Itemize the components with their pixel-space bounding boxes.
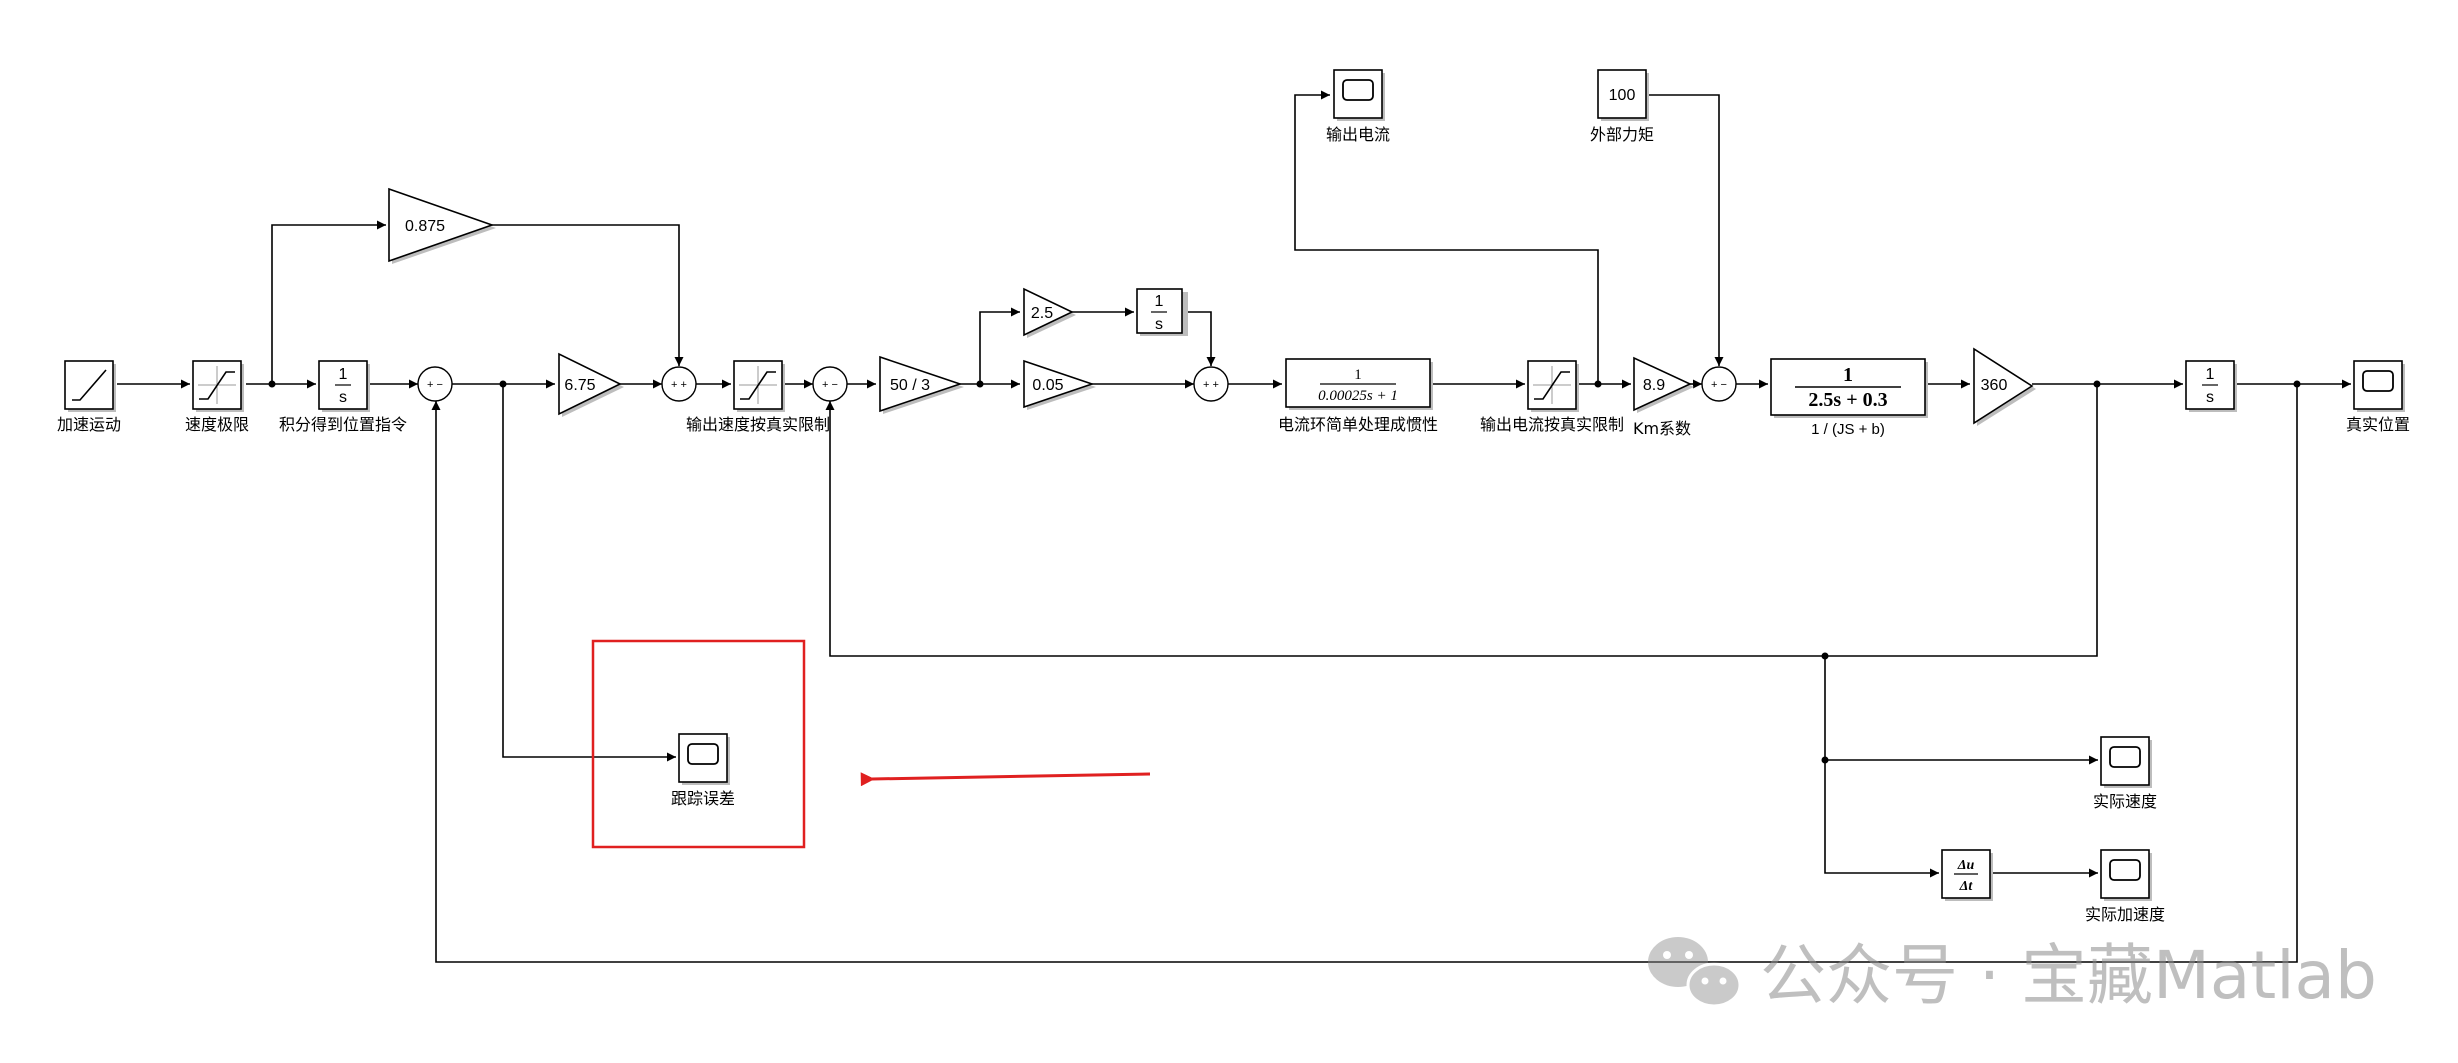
scope-position-label: 真实位置: [2346, 415, 2410, 434]
branch-dot: [268, 380, 276, 388]
ramp-label: 加速运动: [57, 415, 121, 434]
wire-int2-sum4: [1182, 311, 1216, 366]
scope-tracking-error-block[interactable]: 跟踪误差: [671, 733, 735, 808]
gain-kp2-block[interactable]: 0.05: [1023, 359, 1096, 410]
sum-speed-error[interactable]: + −: [812, 366, 848, 402]
gain-value: 50 / 3: [890, 377, 930, 394]
scope-screen-icon: [2109, 746, 2141, 768]
scope-screen-icon: [1342, 79, 1374, 101]
wire-position-feedback: [431, 384, 2298, 963]
pointer-arrow: [860, 772, 1151, 787]
derivative-num: Δu: [1957, 858, 1975, 873]
saturation-speed-output-block[interactable]: 输出速度按真实限制: [686, 360, 830, 434]
sum-torque[interactable]: + −: [1701, 366, 1737, 402]
gain-feedforward-block[interactable]: 0.875: [388, 187, 496, 264]
branch-dot: [1821, 652, 1829, 660]
scope-speed-label: 实际速度: [2093, 792, 2157, 811]
gain-value: 0.05: [1032, 377, 1063, 394]
gain-50-3-block[interactable]: 50 / 3: [879, 355, 964, 414]
constant-torque-block[interactable]: 100 外部力矩: [1590, 69, 1654, 144]
plant-tf-label: 1 / (JS + b): [1811, 421, 1885, 438]
scope-screen-icon: [2109, 859, 2141, 881]
sum-position-error[interactable]: + −: [417, 366, 453, 402]
integrator-position-block[interactable]: 1 s 积分得到位置指令: [279, 360, 407, 434]
sum-signs: + +: [671, 379, 687, 391]
saturation-speed-output-label: 输出速度按真实限制: [686, 415, 830, 434]
wire-branch-ff: [271, 220, 386, 384]
gain-value: 0.875: [405, 218, 445, 235]
integrator-den: s: [2206, 389, 2214, 406]
scope-current-block[interactable]: 输出电流: [1326, 69, 1390, 144]
branch-dot: [976, 380, 984, 388]
derivative-block[interactable]: Δu Δt: [1941, 849, 1993, 901]
watermark: 公众号 · 宝藏Matlab: [1648, 937, 2377, 1014]
tf-den: 2.5s + 0.3: [1808, 389, 1887, 411]
branch-dot: [2293, 380, 2301, 388]
gain-value: 360: [1981, 377, 2008, 394]
scope-current-label: 输出电流: [1326, 125, 1390, 144]
sum-signs: + −: [1711, 379, 1727, 391]
scope-position-block[interactable]: 真实位置: [2346, 360, 2410, 434]
sum-signs: + +: [1203, 379, 1219, 391]
wire-current-scope: [1294, 90, 1599, 384]
current-loop-tf-label: 电流环简单处理成惯性: [1278, 415, 1438, 434]
tf-den: 0.00025s + 1: [1318, 388, 1398, 404]
branch-dot: [2093, 380, 2101, 388]
integrator-num: 1: [2206, 366, 2215, 383]
integrator-angle-block[interactable]: 1 s: [2185, 360, 2237, 412]
branch-dot: [1594, 380, 1602, 388]
wire-speed-feedback: [825, 384, 2098, 657]
gain-value: 6.75: [564, 377, 595, 394]
integrator-speed-block[interactable]: 1 s: [1136, 288, 1188, 336]
saturation-current-block[interactable]: 输出电流按真实限制: [1480, 360, 1624, 434]
integrator-den: s: [1155, 316, 1163, 333]
sum-signs: + −: [427, 379, 443, 391]
wire-err-scope: [502, 384, 676, 762]
scope-screen-icon: [687, 743, 719, 765]
gain-position-kp-block[interactable]: 6.75: [558, 352, 624, 417]
gain-value: 8.9: [1643, 377, 1665, 394]
signal-lines: [117, 90, 2351, 963]
branch-dot: [499, 380, 507, 388]
branch-points: [268, 380, 2301, 764]
wire-speed-deriv: [1824, 760, 1939, 878]
gain-ki-block[interactable]: 2.5: [1023, 287, 1076, 338]
scope-screen-icon: [2362, 370, 2394, 392]
gain-360-block[interactable]: 360: [1973, 347, 2036, 426]
sum-signs: + −: [822, 379, 838, 391]
gain-value: 2.5: [1031, 305, 1053, 322]
derivative-den: Δt: [1959, 879, 1974, 894]
gain-km-block[interactable]: 8.9 Km系数: [1633, 356, 1694, 438]
tf-num: 1: [1354, 367, 1362, 383]
scope-acceleration-label: 实际加速度: [2085, 905, 2165, 924]
scope-tracking-error-label: 跟踪误差: [671, 789, 735, 808]
scope-acceleration-block[interactable]: 实际加速度: [2085, 849, 2165, 924]
integrator-num: 1: [1155, 293, 1164, 310]
sum-pi-output[interactable]: + +: [1193, 366, 1229, 402]
wire-ff-sum2: [492, 224, 684, 366]
scope-speed-block[interactable]: 实际速度: [2093, 736, 2157, 811]
saturation-speed-limit-label: 速度极限: [185, 415, 249, 434]
watermark-text: 公众号 · 宝藏Matlab: [1760, 937, 2377, 1014]
ramp-block[interactable]: 加速运动: [57, 360, 121, 434]
gain-km-label: Km系数: [1633, 419, 1691, 438]
integrator-num: 1: [339, 366, 348, 383]
saturation-current-label: 输出电流按真实限制: [1480, 415, 1624, 434]
constant-torque-label: 外部力矩: [1590, 125, 1654, 144]
constant-value: 100: [1609, 87, 1636, 104]
wire-torque-sum5: [1646, 94, 1724, 366]
branch-dot: [1821, 756, 1829, 764]
wire-speed-scope: [1824, 656, 2098, 765]
saturation-speed-limit-block[interactable]: 速度极限: [185, 360, 249, 434]
integrator-position-label: 积分得到位置指令: [279, 415, 407, 434]
sum-speed-command[interactable]: + +: [661, 366, 697, 402]
tf-num: 1: [1843, 364, 1853, 386]
current-loop-tf-block[interactable]: 1 0.00025s + 1 电流环简单处理成惯性: [1278, 358, 1438, 434]
plant-tf-block[interactable]: 1 2.5s + 0.3 1 / (JS + b): [1770, 358, 1928, 438]
integrator-den: s: [339, 389, 347, 406]
wire-split-ki: [979, 307, 1020, 384]
wechat-icon: [1648, 937, 1742, 1008]
highlight-box: [591, 639, 806, 849]
